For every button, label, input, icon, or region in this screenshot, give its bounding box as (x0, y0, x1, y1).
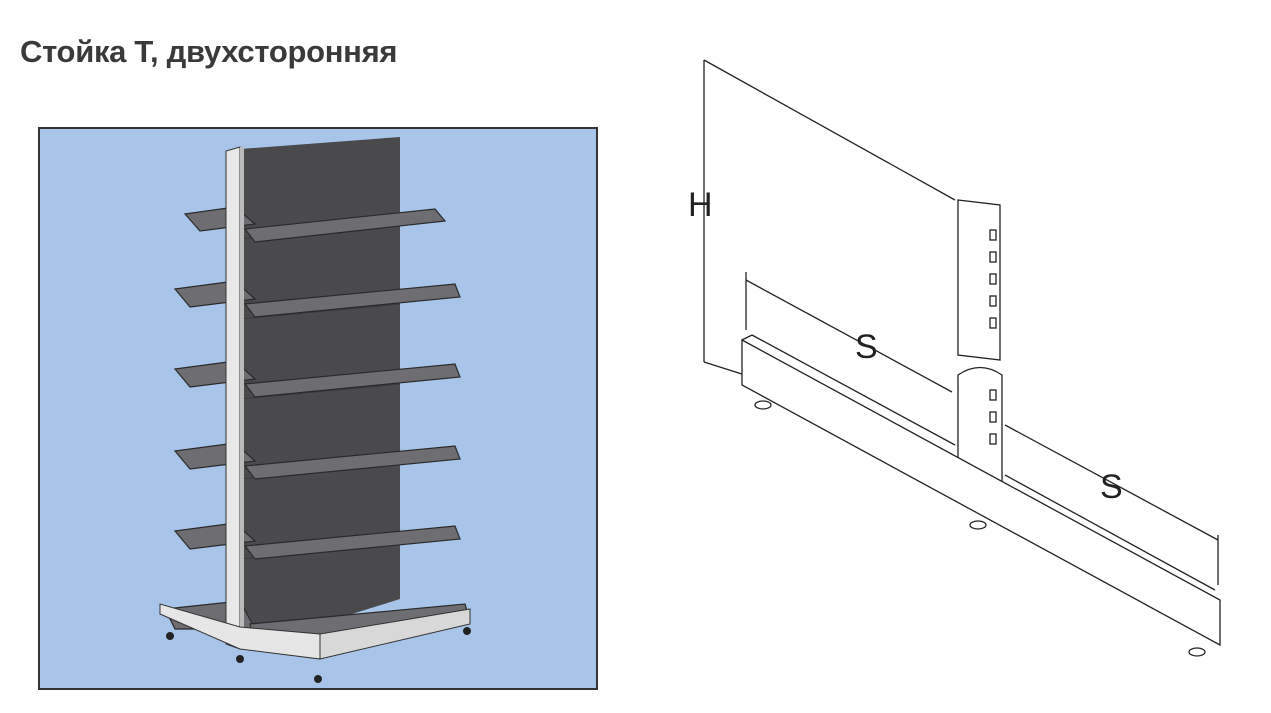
upright (225, 146, 241, 650)
s-dimension-right (1004, 424, 1219, 541)
slots (989, 229, 997, 445)
foot (754, 400, 772, 410)
height-label: H (688, 186, 713, 224)
side-label-left: S (855, 328, 878, 366)
shelving-illustration (159, 137, 471, 683)
side-label-right: S (1100, 468, 1123, 506)
page-title: Стойка Т, двухсторонняя (20, 34, 398, 69)
foot (969, 520, 987, 530)
back-panel (240, 137, 400, 649)
feet (166, 627, 471, 683)
s-dimension-left (745, 279, 953, 393)
base-beam (741, 338, 1221, 647)
dimension-diagram: H S S (670, 40, 1270, 708)
foot (1188, 647, 1206, 657)
shelving-unit-render (38, 127, 598, 690)
